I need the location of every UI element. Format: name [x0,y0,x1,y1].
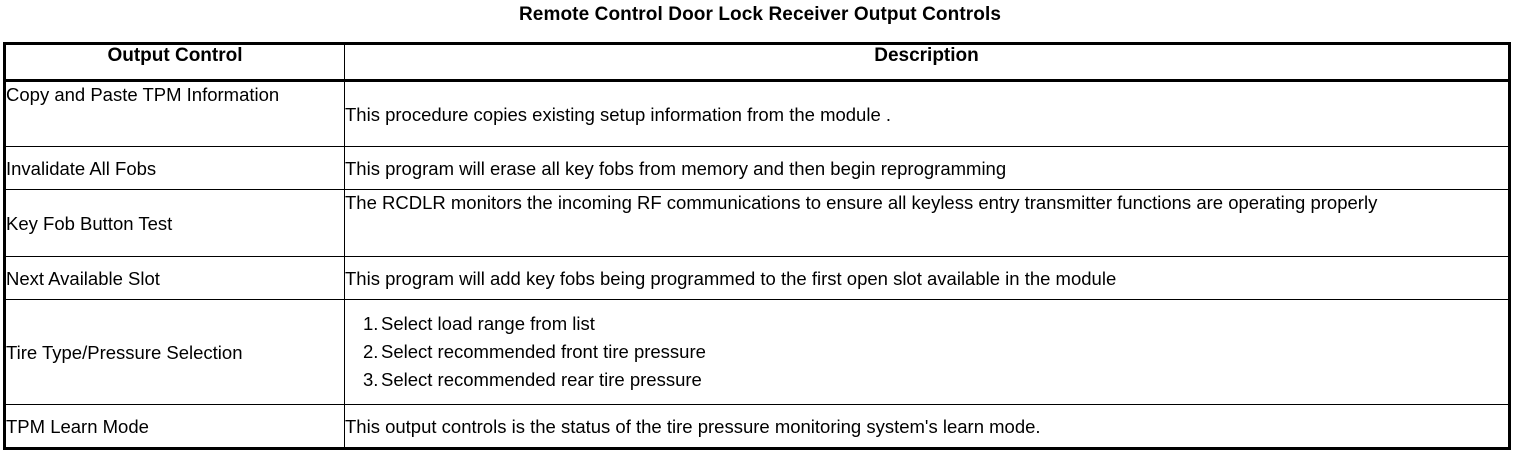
list-item-label: Select recommended front tire pressure [381,341,706,362]
cell-description: This procedure copies existing setup inf… [344,80,1510,147]
list-item-number: 3. [363,369,379,390]
table-header-row: Output Control Description [4,43,1510,82]
table-row: Next Available Slot This program will ad… [4,256,1510,300]
list-item-label: Select load range from list [381,313,595,334]
output-controls-table: Output Control Description Copy and Past… [3,42,1511,450]
cell-output-control-name: Tire Type/Pressure Selection [4,299,345,405]
table-row: Invalidate All Fobs This program will er… [4,146,1510,190]
table-row: TPM Learn Mode This output controls is t… [4,404,1510,449]
cell-description: This program will add key fobs being pro… [344,256,1510,300]
description-step-list: 1. Select load range from list 2. Select… [345,310,1508,394]
cell-output-control-name: TPM Learn Mode [4,404,345,449]
table-body: Copy and Paste TPM Information This proc… [4,80,1510,449]
cell-output-control-name: Next Available Slot [4,256,345,300]
cell-description: The RCDLR monitors the incoming RF commu… [344,189,1510,257]
cell-output-control-name: Invalidate All Fobs [4,146,345,190]
list-item: 3. Select recommended rear tire pressure [345,366,1508,394]
table-row: Tire Type/Pressure Selection 1. Select l… [4,299,1510,405]
list-item-number: 2. [363,341,379,362]
cell-output-control-name: Copy and Paste TPM Information [4,80,345,147]
table-row: Copy and Paste TPM Information This proc… [4,80,1510,147]
list-item: 2. Select recommended front tire pressur… [345,338,1508,366]
cell-description: This program will erase all key fobs fro… [344,146,1510,190]
column-header-description: Description [344,43,1510,82]
column-header-output-control: Output Control [4,43,345,82]
table-header: Output Control Description [4,43,1510,82]
table-row: Key Fob Button Test The RCDLR monitors t… [4,189,1510,257]
list-item-label: Select recommended rear tire pressure [381,369,702,390]
cell-output-control-name: Key Fob Button Test [4,189,345,257]
list-item-number: 1. [363,313,379,334]
output-controls-table-container: Output Control Description Copy and Past… [3,42,1511,450]
list-item: 1. Select load range from list [345,310,1508,338]
page-title: Remote Control Door Lock Receiver Output… [518,4,1002,25]
cell-description: 1. Select load range from list 2. Select… [344,299,1510,405]
cell-description: This output controls is the status of th… [344,404,1510,449]
